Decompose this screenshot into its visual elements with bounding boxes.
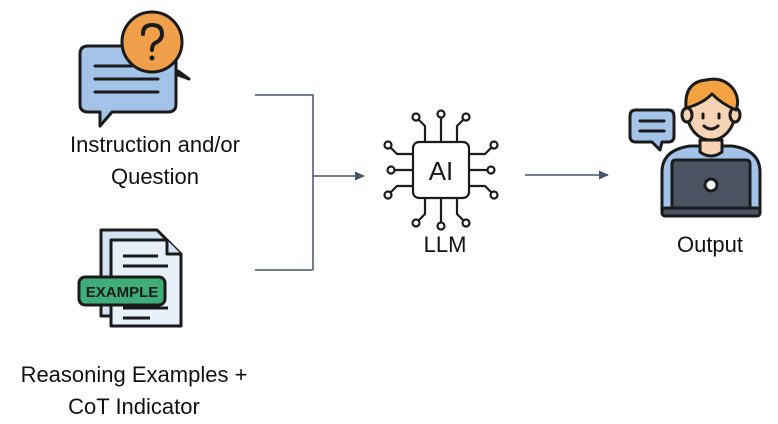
example-badge-text: EXAMPLE — [86, 284, 159, 301]
person-laptop-icon — [628, 77, 762, 218]
reasoning-label-line-1: Reasoning Examples + — [20, 362, 248, 387]
question-chat-bubbles-icon — [78, 10, 191, 128]
connector-top — [255, 94, 314, 270]
output-label: Output — [676, 232, 744, 257]
llm-label: LLM — [423, 232, 467, 257]
input-connectors — [255, 94, 314, 271]
instruction-label-line-2: Question — [110, 164, 200, 189]
instruction-question-label: Instruction and/or Question — [10, 129, 300, 193]
example-documents-icon — [77, 228, 183, 328]
ai-chip-text: AI — [429, 156, 454, 186]
reasoning-label-line-2: CoT Indicator — [68, 394, 200, 419]
ai-chip-icon — [383, 109, 499, 231]
instruction-label-line-1: Instruction and/or — [70, 132, 240, 157]
reasoning-examples-label: Reasoning Examples + CoT Indicator — [0, 359, 268, 423]
